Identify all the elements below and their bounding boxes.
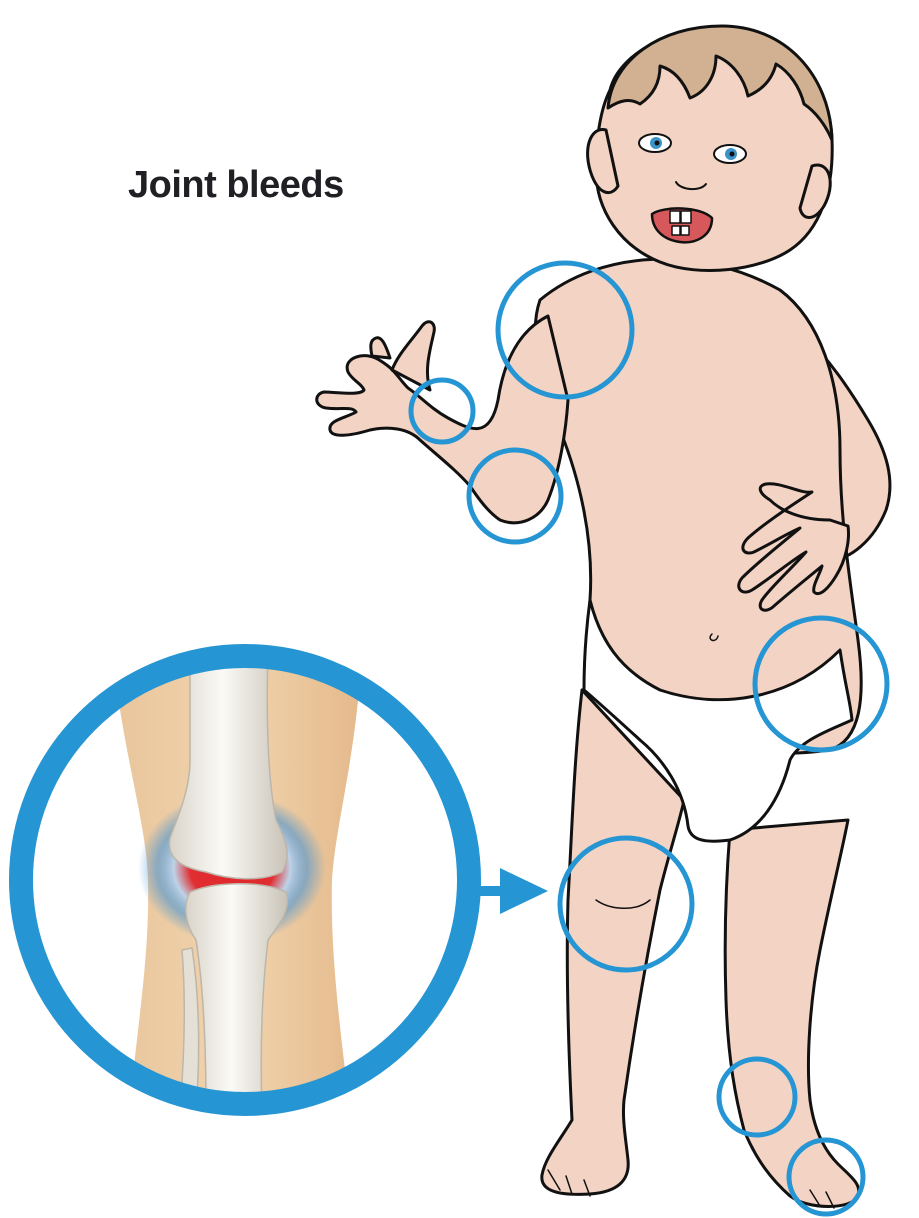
right-leg [725,820,859,1207]
left-arm [317,316,568,523]
knee-joint-bleed-inset [20,650,480,1110]
